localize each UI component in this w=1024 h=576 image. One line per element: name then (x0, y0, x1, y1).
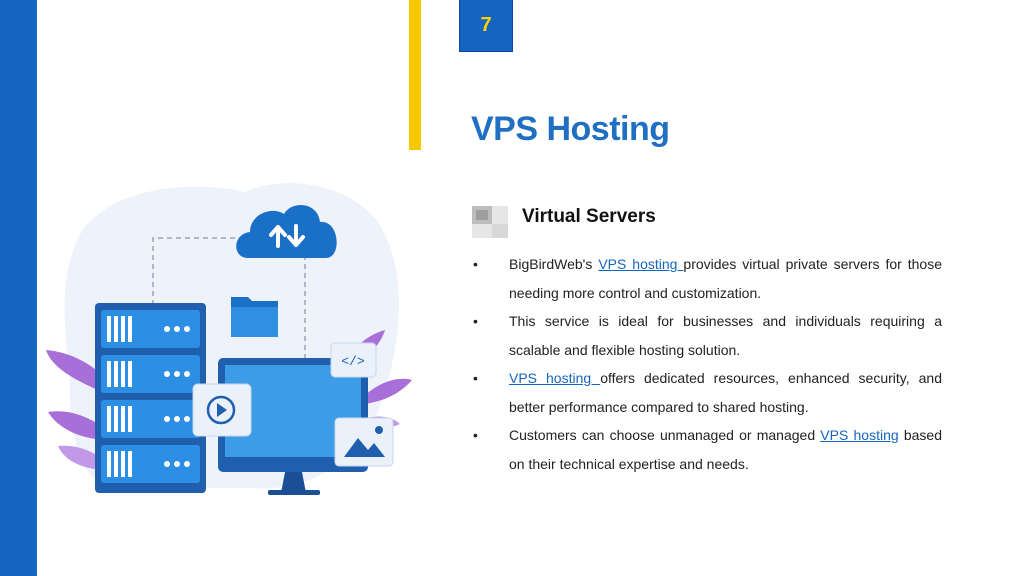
left-accent-bar (0, 0, 37, 576)
bullet-dot: • (473, 427, 478, 443)
play-icon (192, 383, 252, 437)
vps-hosting-link[interactable]: VPS hosting (509, 370, 601, 386)
bullet-text: BigBirdWeb's (509, 256, 599, 272)
dashed-connectors (152, 237, 306, 360)
bullet-text: Customers can choose unmanaged or manage… (509, 427, 821, 443)
section-subtitle: Virtual Servers (522, 206, 656, 227)
page-number-badge: 7 (460, 0, 512, 51)
bullet-text: This service is ideal for businesses and… (509, 313, 942, 358)
code-tag-label: </> (341, 354, 365, 369)
page-number: 7 (480, 14, 492, 36)
bullet-item: • This service is ideal for businesses a… (470, 307, 942, 364)
slide-title: VPS Hosting (471, 110, 670, 148)
bullet-item: • BigBirdWeb's VPS hosting provides virt… (470, 250, 942, 307)
bullet-dot: • (473, 370, 478, 386)
vps-hosting-link[interactable]: VPS hosting (598, 256, 684, 272)
vps-hosting-link[interactable]: VPS hosting (820, 427, 899, 443)
folder-icon (231, 297, 278, 337)
bullet-dot: • (473, 313, 478, 329)
code-icon: </> (330, 342, 377, 378)
bullet-list: • BigBirdWeb's VPS hosting provides virt… (470, 250, 942, 478)
server-rack-icon (95, 303, 206, 493)
bullet-item: • VPS hosting offers dedicated resources… (470, 364, 942, 421)
yellow-accent-bar (409, 0, 421, 150)
vps-hosting-illustration: </> (46, 182, 412, 495)
bullet-text: based on their technical expertise and n… (509, 427, 942, 472)
image-icon (334, 417, 394, 467)
bullet-dot: • (473, 256, 478, 272)
squares-icon (472, 206, 508, 238)
bullet-item: • Customers can choose unmanaged or mana… (470, 421, 942, 478)
cloud-sync-icon (236, 204, 337, 258)
bullet-text: provides virtual private servers for tho… (509, 256, 942, 301)
bullet-text: offers dedicated resources, enhanced sec… (509, 370, 943, 415)
